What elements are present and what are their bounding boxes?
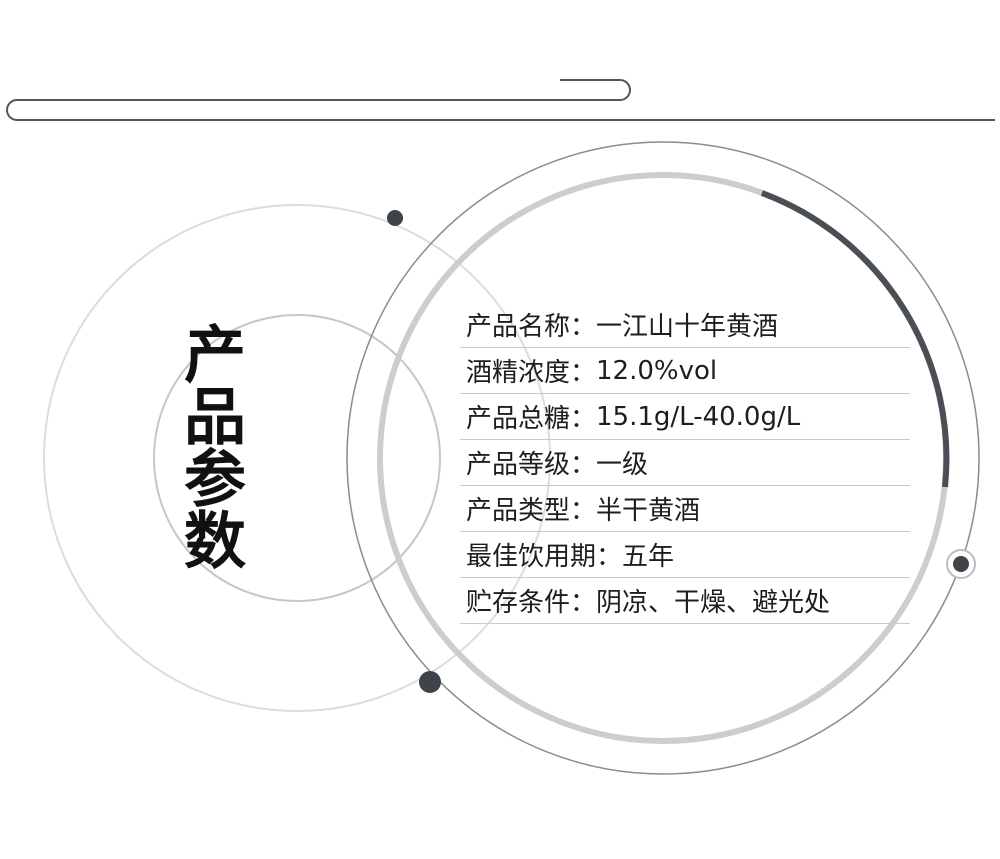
param-row-type: 产品类型：半干黄酒 (460, 486, 910, 532)
param-value: 一江山十年黄酒 (596, 312, 779, 342)
right-outer-ring (346, 141, 980, 775)
param-row-alcohol: 酒精浓度：12.0%vol (460, 348, 910, 394)
top-dot (387, 210, 403, 226)
param-row-storage: 贮存条件：阴凉、干燥、避光处 (460, 578, 910, 624)
param-label: 产品总糖： (466, 404, 597, 434)
left-inner-ring (153, 314, 441, 602)
bottom-dot (419, 671, 441, 693)
section-title: 产品参数 (173, 322, 246, 570)
param-value: 阴凉、干燥、避光处 (596, 588, 831, 618)
top-rounded-line (6, 79, 995, 121)
right-dot (953, 556, 969, 572)
param-value: 12.0%vol (596, 355, 718, 386)
params-list: 产品名称：一江山十年黄酒 酒精浓度：12.0%vol 产品总糖：15.1g/L-… (460, 302, 910, 624)
param-value: 五年 (622, 542, 675, 572)
right-dark-arc (760, 190, 950, 488)
param-label: 最佳饮用期： (466, 542, 623, 572)
param-value: 15.1g/L-40.0g/L (596, 401, 801, 432)
param-row-name: 产品名称：一江山十年黄酒 (460, 302, 910, 348)
param-row-best-period: 最佳饮用期：五年 (460, 532, 910, 578)
param-label: 贮存条件： (466, 588, 597, 618)
param-label: 产品类型： (466, 496, 597, 526)
param-label: 产品等级： (466, 450, 597, 480)
param-label: 产品名称： (466, 312, 597, 342)
param-label: 酒精浓度： (466, 358, 597, 388)
left-large-ring (43, 204, 551, 712)
param-row-sugar: 产品总糖：15.1g/L-40.0g/L (460, 394, 910, 440)
param-row-grade: 产品等级：一级 (460, 440, 910, 486)
param-value: 一级 (596, 450, 649, 480)
param-value: 半干黄酒 (596, 496, 701, 526)
